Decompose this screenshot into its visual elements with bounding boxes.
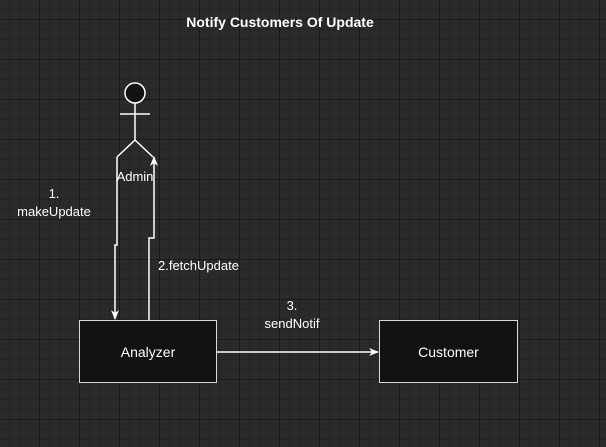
send-notif-number: 3. — [286, 298, 298, 313]
actor-head — [124, 82, 146, 104]
diagram-title: Notify Customers Of Update — [186, 14, 374, 30]
actor-left-leg — [116, 139, 136, 158]
analyzer-node[interactable]: Analyzer — [79, 320, 217, 383]
make-update-label: 1. makeUpdate — [4, 185, 104, 221]
send-notif-label: 3. sendNotif — [240, 297, 344, 333]
admin-actor-figure[interactable] — [116, 82, 154, 158]
customer-label: Customer — [418, 343, 479, 360]
send-notif-name: sendNotif — [264, 316, 320, 331]
analyzer-label: Analyzer — [120, 343, 176, 360]
make-update-connector[interactable] — [111, 157, 119, 320]
fetch-update-connector[interactable] — [148, 156, 158, 320]
customer-node[interactable]: Customer — [379, 320, 518, 383]
fetch-update-label: 2.fetchUpdate — [158, 258, 239, 273]
actor-right-leg — [134, 139, 154, 158]
make-update-name: makeUpdate — [17, 204, 91, 219]
make-update-number: 1. — [48, 186, 60, 201]
actor-label: Admin — [116, 169, 154, 184]
